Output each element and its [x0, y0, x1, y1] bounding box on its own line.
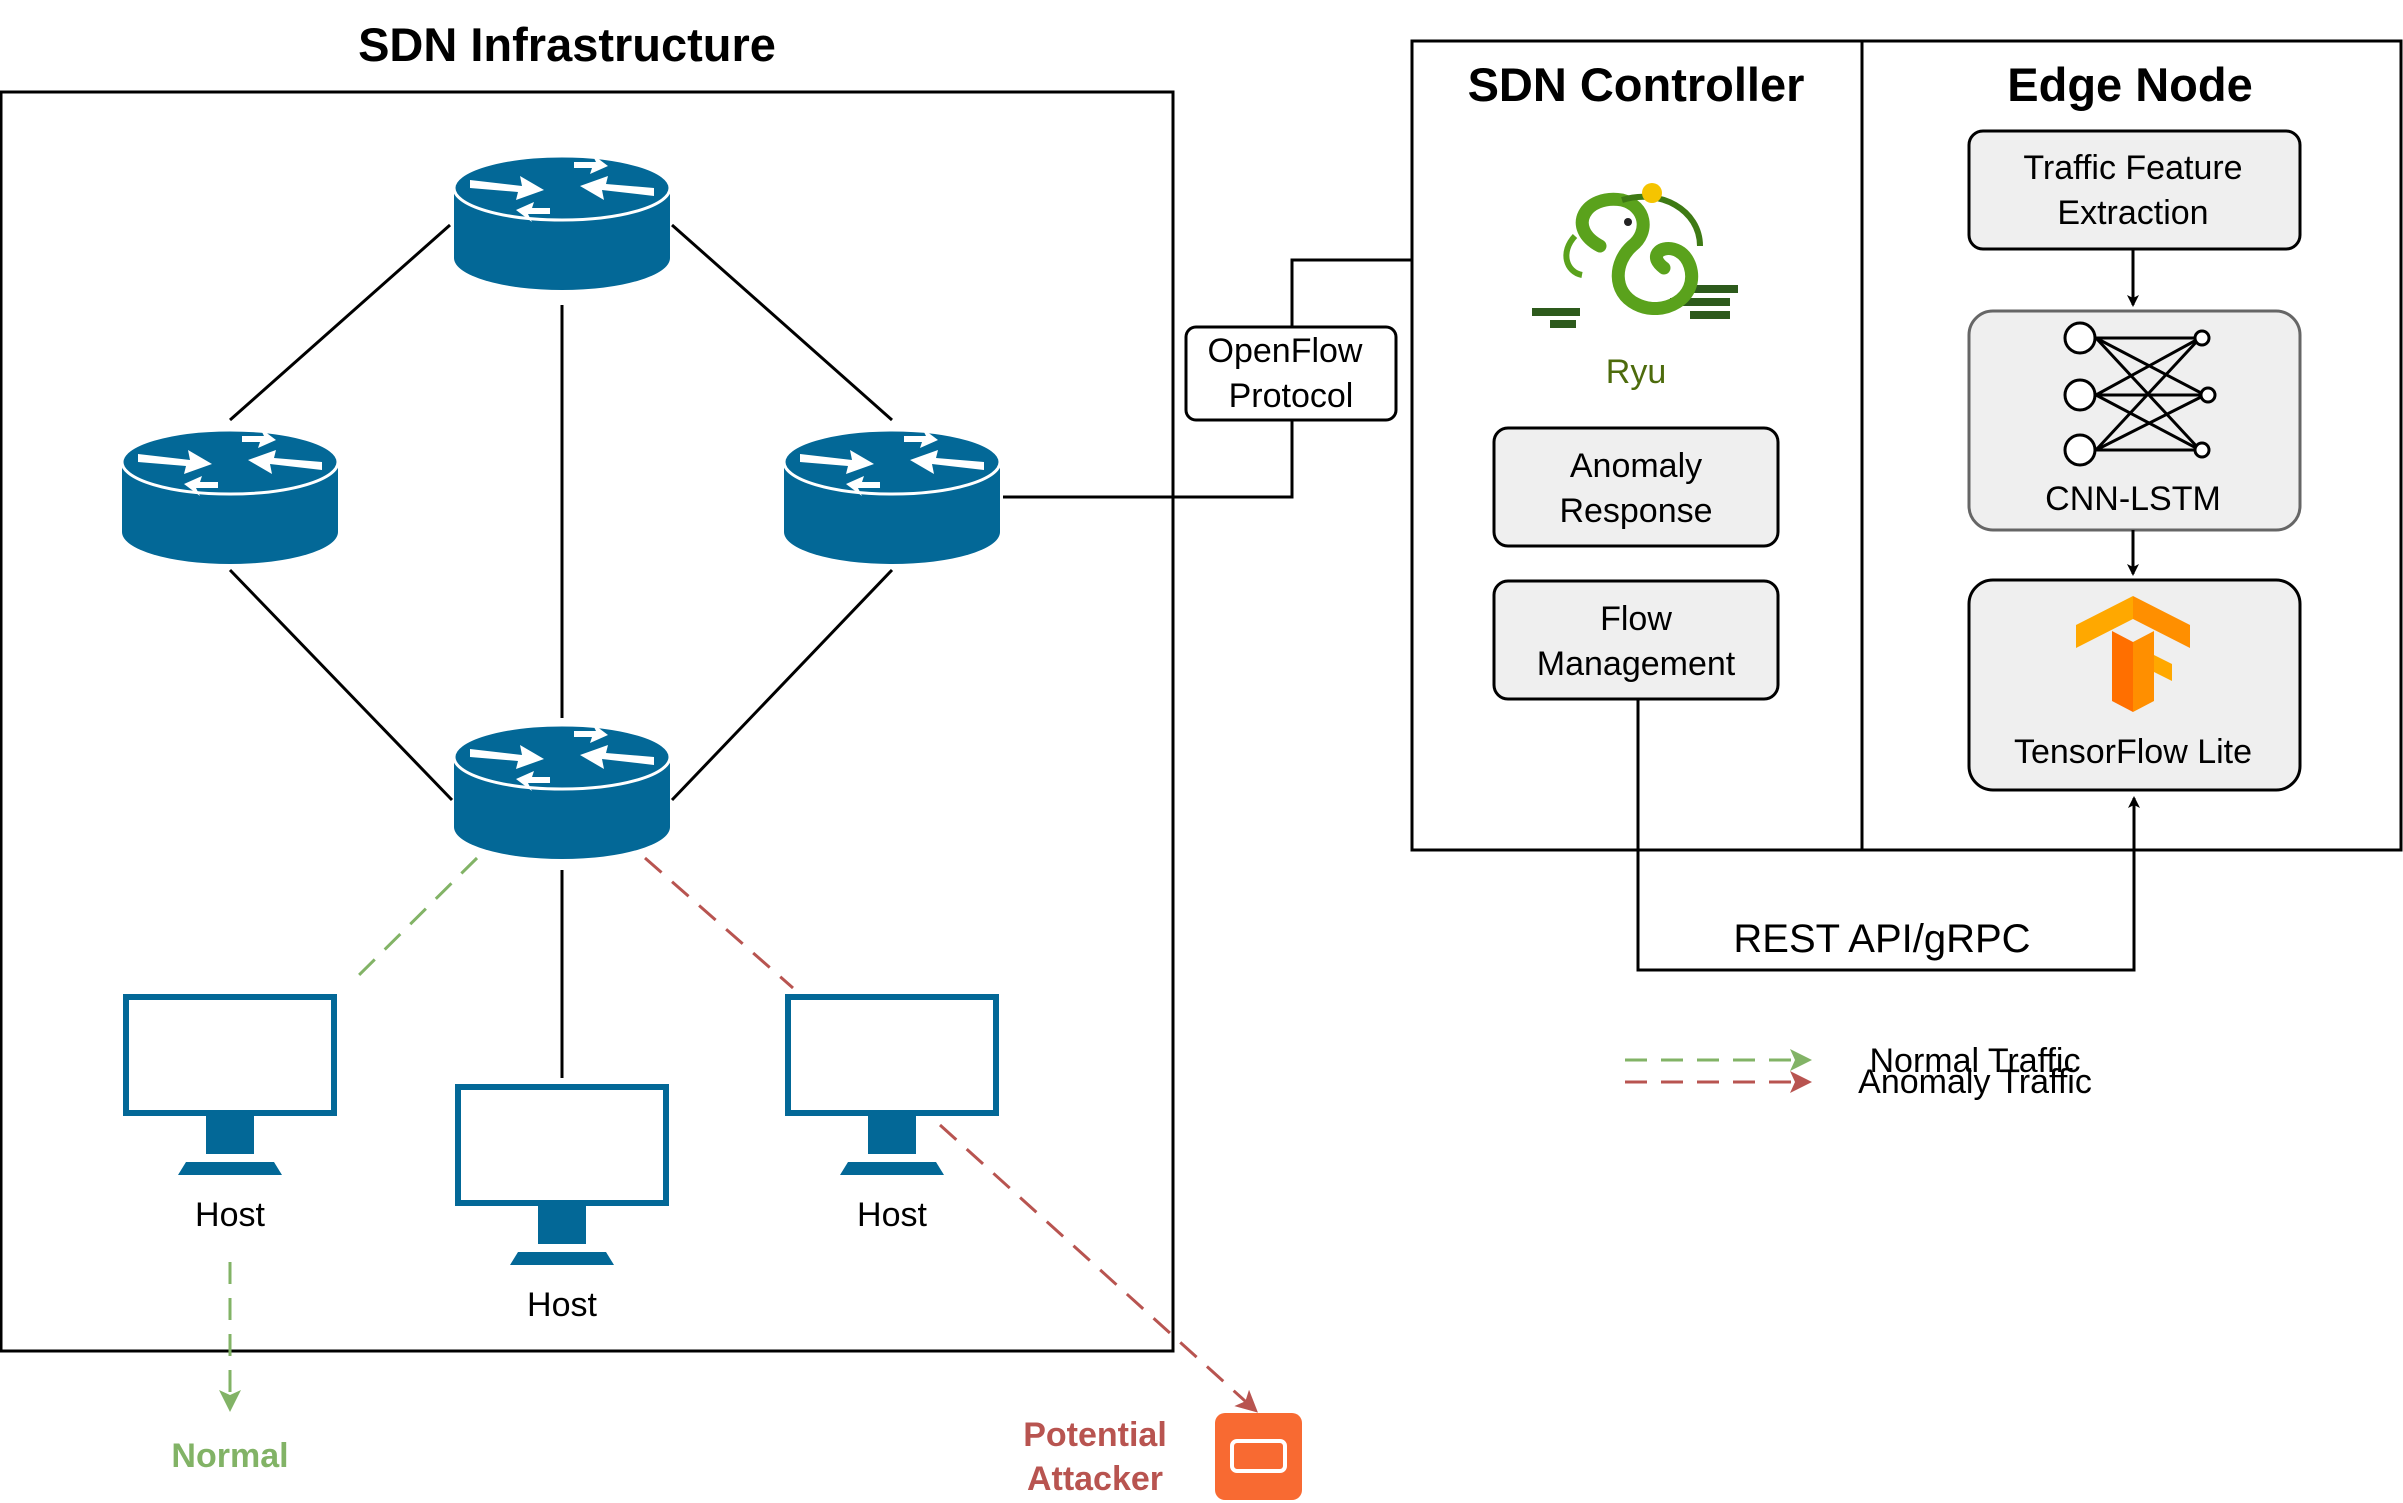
ryu-logo: [1532, 183, 1738, 328]
host-left-label: Host: [195, 1196, 265, 1234]
flow-management-line2: Management: [1537, 645, 1736, 683]
host-left[interactable]: Host: [126, 997, 334, 1234]
legend: Normal Traffic Anomaly Traffic: [1625, 1042, 2092, 1101]
legend-normal-label: Normal Traffic: [1870, 1042, 2081, 1080]
legend-anomaly-label: Anomaly Traffic: [1858, 1063, 2092, 1101]
openflow-line2: Protocol: [1229, 377, 1354, 415]
infrastructure-frame: [0, 90, 1175, 1353]
attacker-label-line1: Potential: [1023, 1416, 1167, 1454]
tflite-label: TensorFlow Lite: [2014, 733, 2252, 771]
anomaly-traffic-link: [644, 856, 794, 990]
controller-title: SDN Controller: [1468, 58, 1805, 111]
router-top[interactable]: [452, 152, 672, 292]
host-right-label: Host: [857, 1196, 927, 1234]
cnn-lstm-label: CNN-LSTM: [2045, 480, 2221, 518]
flow-management-box[interactable]: Flow Management: [1492, 579, 1780, 701]
router-left[interactable]: [120, 426, 340, 566]
normal-traffic-link: [355, 856, 479, 979]
attacker-icon[interactable]: [1215, 1413, 1302, 1500]
normal-label: Normal: [171, 1437, 288, 1475]
feature-extraction-line1: Traffic Feature: [2023, 149, 2242, 187]
router-links: [228, 223, 894, 1078]
router-bottom[interactable]: [452, 721, 672, 861]
infrastructure-title: SDN Infrastructure: [358, 18, 776, 71]
rest-api-label: REST API/gRPC: [1733, 917, 2030, 961]
anomaly-response-box[interactable]: Anomaly Response: [1492, 426, 1780, 548]
flow-management-line1: Flow: [1600, 600, 1672, 638]
anomaly-response-line2: Response: [1559, 492, 1712, 530]
anomaly-response-line1: Anomaly: [1570, 447, 1702, 485]
feature-extraction-line2: Extraction: [2057, 194, 2208, 232]
openflow-label-box[interactable]: OpenFlow Protocol: [1184, 325, 1398, 422]
host-right[interactable]: Host: [788, 997, 996, 1234]
ryu-label: Ryu: [1606, 353, 1666, 391]
tflite-box[interactable]: TensorFlow Lite: [1967, 578, 2302, 792]
neural-network-icon: [2063, 321, 2217, 467]
feature-extraction-box[interactable]: Traffic Feature Extraction: [1967, 129, 2302, 251]
host-middle-label: Host: [527, 1286, 597, 1324]
router-right[interactable]: [782, 426, 1002, 566]
attacker-label-line2: Attacker: [1027, 1460, 1163, 1498]
anomaly-traffic-arrow: [938, 1123, 1258, 1413]
rest-api-connection: [1636, 699, 2140, 972]
openflow-line1: OpenFlow: [1208, 332, 1363, 370]
edge-title: Edge Node: [2007, 58, 2252, 111]
tensorflow-icon: [2076, 596, 2190, 712]
host-middle[interactable]: Host: [458, 1087, 666, 1324]
controller-edge-frame: [1410, 39, 2403, 852]
cnn-lstm-box[interactable]: CNN-LSTM: [1967, 309, 2302, 532]
